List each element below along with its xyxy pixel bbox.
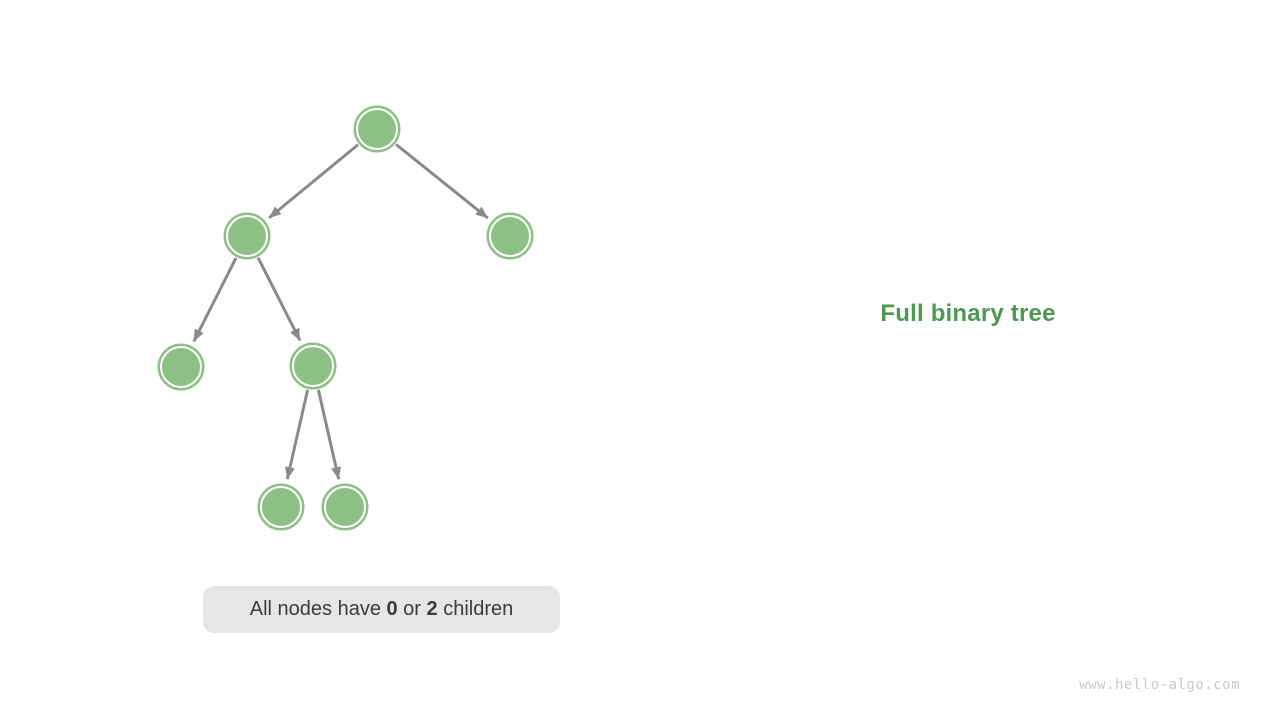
node-fill: [226, 215, 268, 257]
node-border: [157, 343, 205, 391]
node-border: [223, 212, 271, 260]
node-fill: [324, 486, 366, 528]
tree-node-L: [223, 212, 271, 260]
caption-number: 2: [426, 598, 438, 620]
tree-node-LRR: [321, 483, 369, 531]
caption-fragment: All nodes have: [249, 598, 387, 620]
tree-edge-LR-LRR: [316, 389, 342, 480]
caption-fragment: or: [397, 598, 427, 620]
tree-edge-L-LR: [256, 257, 302, 342]
caption-fragment: children: [437, 598, 514, 620]
node-fill: [292, 345, 334, 387]
diagram-title: Full binary tree: [880, 300, 1056, 327]
node-fill: [160, 346, 202, 388]
tree-edge-LR-LRL: [284, 389, 310, 480]
node-border: [289, 342, 337, 390]
caption-number: 0: [386, 598, 398, 620]
tree-edge-root-L: [268, 143, 360, 220]
tree-node-LR: [289, 342, 337, 390]
tree-edge-L-LL: [192, 257, 238, 343]
node-fill: [356, 108, 398, 150]
tree-node-root: [353, 105, 401, 153]
tree-node-R: [486, 212, 534, 260]
tree-edge-root-R: [395, 143, 489, 220]
caption-text: All nodes have 0 or 2 children: [250, 598, 514, 621]
node-border: [486, 212, 534, 260]
tree-node-LRL: [257, 483, 305, 531]
node-fill: [489, 215, 531, 257]
node-fill: [260, 486, 302, 528]
node-border: [321, 483, 369, 531]
node-border: [353, 105, 401, 153]
watermark: www.hello-algo.com: [1079, 677, 1240, 693]
node-border: [257, 483, 305, 531]
caption-box: All nodes have 0 or 2 children: [203, 586, 560, 633]
tree-node-LL: [157, 343, 205, 391]
